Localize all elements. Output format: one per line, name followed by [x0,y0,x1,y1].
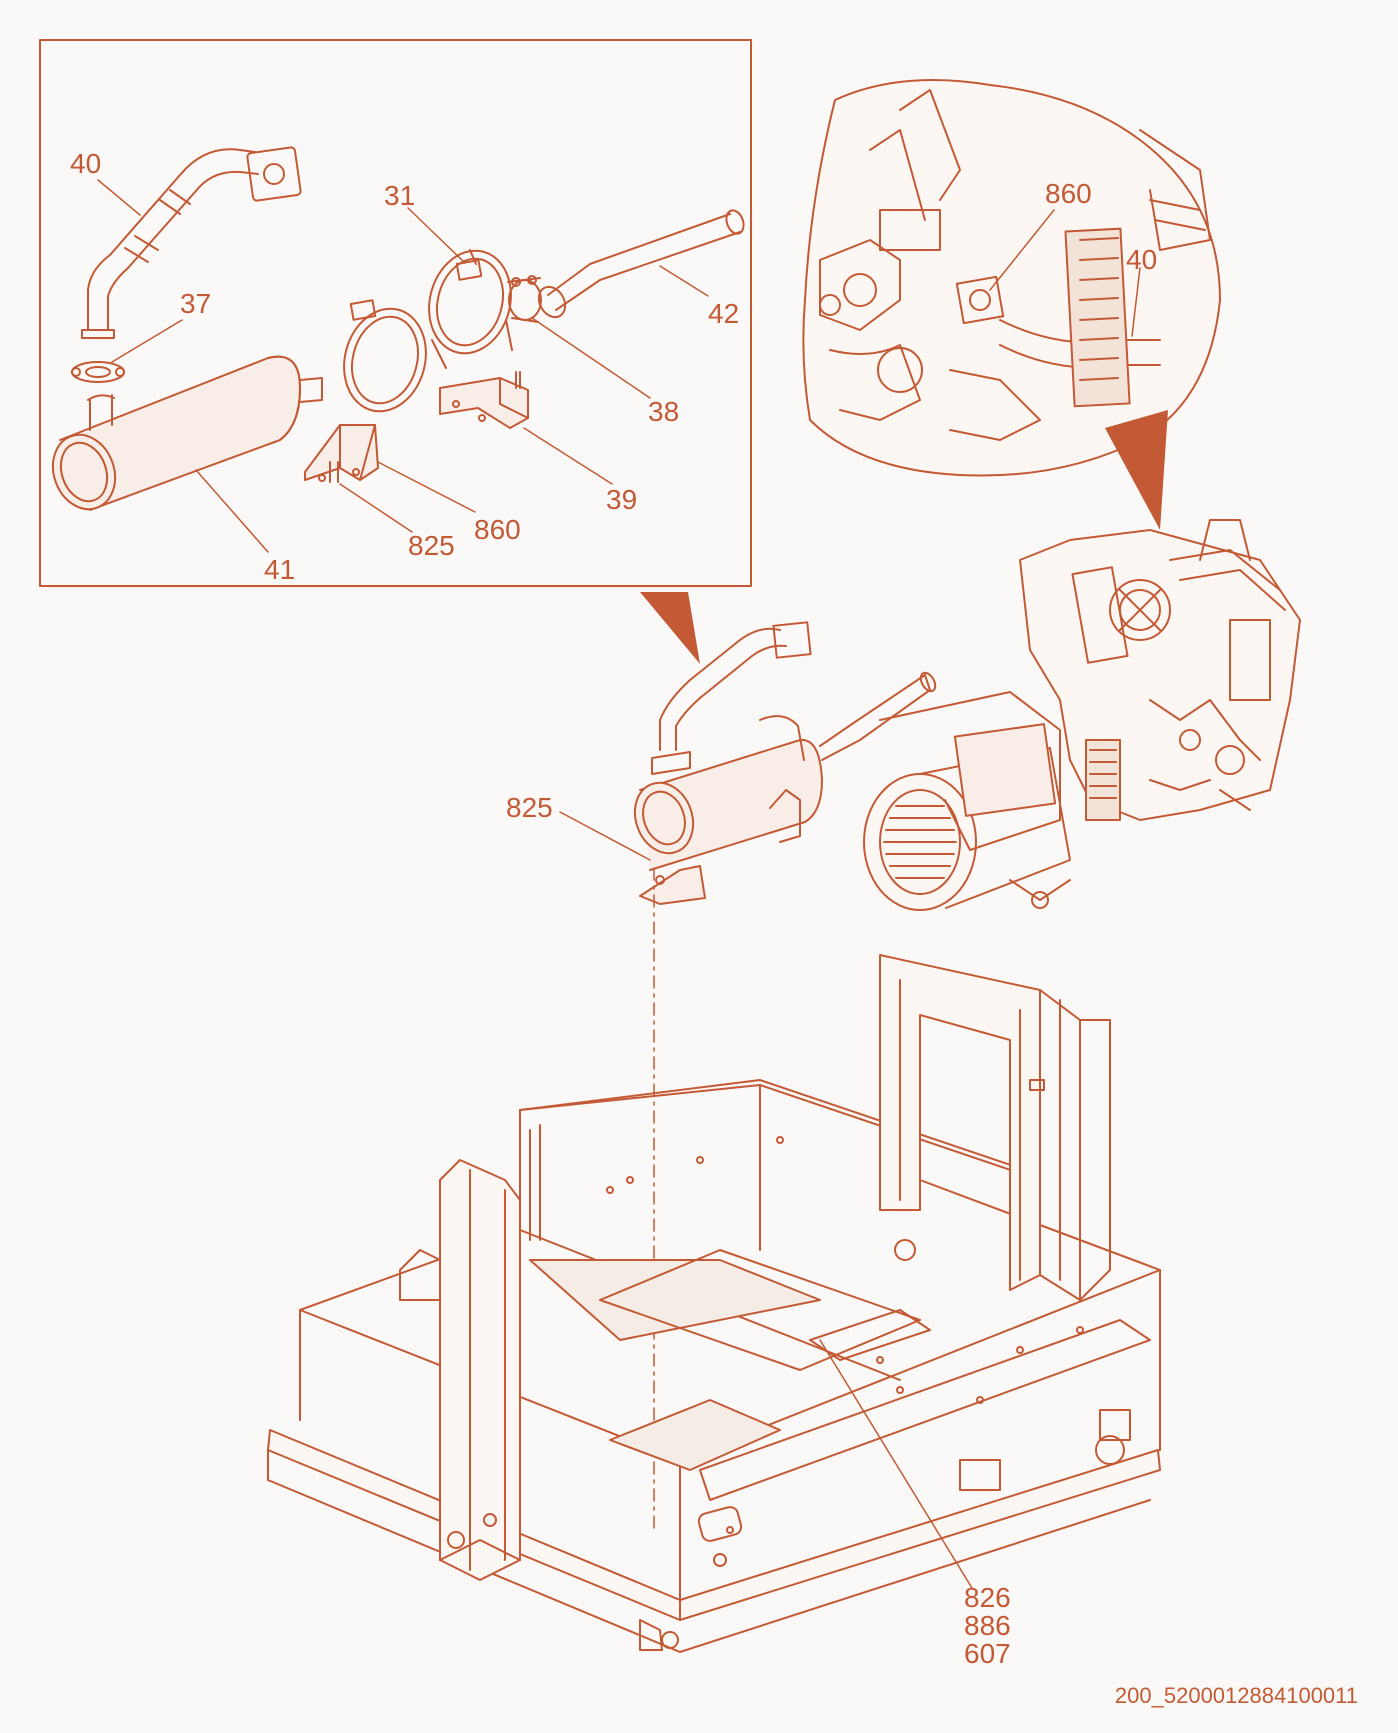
callout-37: 37 [180,288,212,319]
exhaust-elbow-part-40 [81,146,302,339]
base-frame [267,954,1161,1653]
bracket-lower-part [304,424,379,483]
callout-825-inset: 825 [408,530,455,561]
clamp-ring-part-38 [507,275,542,323]
muffler-part-41 [51,355,323,511]
inset-frame [39,39,752,587]
leader-lines-inset [97,179,709,553]
gasket-part-37 [71,361,125,383]
bracket-part-39 [439,371,529,429]
callout-39: 39 [606,484,638,515]
callout-31: 31 [384,180,416,211]
callout-860-inset: 860 [474,514,521,545]
callout-826: 826 [964,1582,1011,1613]
callout-860-detail: 860 [1045,178,1092,209]
engine-detail-view [802,79,1221,477]
muffler-assembly [633,621,937,905]
callout-38: 38 [648,396,680,427]
clamp-part-31 [343,249,513,413]
detail-arrow [1105,410,1168,530]
callout-40-detail: 40 [1126,244,1158,275]
inset-arrow [640,592,700,664]
callout-825-assembly: 825 [506,792,553,823]
tailpipe-part-42 [537,209,745,319]
callout-886: 886 [964,1610,1011,1641]
figure-id: 200_5200012884100011 [1114,1683,1358,1708]
leader-line-825 [559,811,651,861]
leader-line-826 [819,1339,973,1589]
callout-607: 607 [964,1638,1011,1669]
callout-41: 41 [264,554,296,585]
engine-generator-assembly [863,519,1301,911]
callout-42: 42 [708,298,740,329]
leader-lines-detail [989,209,1141,337]
callout-40-inset: 40 [70,148,102,179]
